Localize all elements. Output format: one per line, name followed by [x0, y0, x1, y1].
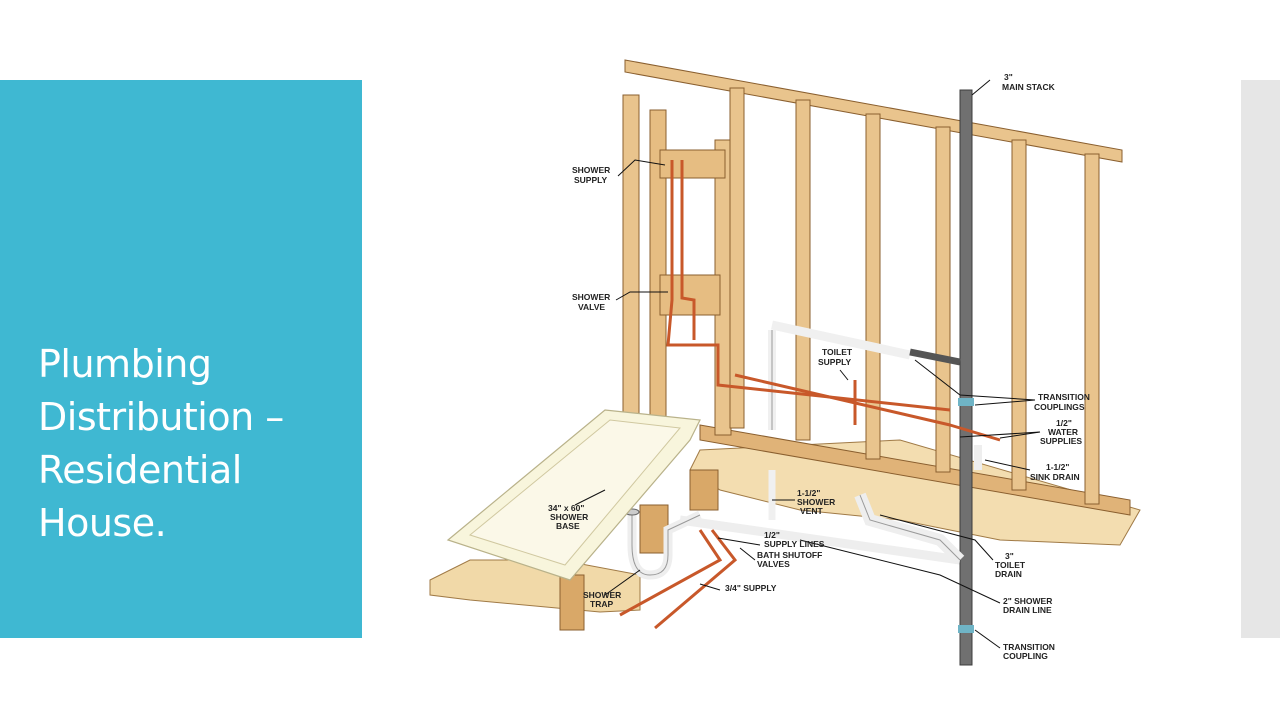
- pvc-pipe: [679, 515, 961, 565]
- title-line: Distribution –: [38, 395, 284, 439]
- title-line: Residential: [38, 448, 242, 492]
- leader-line: [971, 79, 991, 96]
- top-plate: [624, 59, 1123, 163]
- wall-stud: [795, 99, 811, 441]
- pvc-pipe: [909, 348, 961, 366]
- leader-line: [984, 459, 1031, 471]
- leader-line: [999, 431, 1041, 439]
- leader-line: [974, 629, 1001, 649]
- right-accent-strip: [1241, 80, 1280, 638]
- leader-line: [959, 431, 1041, 438]
- pvc-pipe: [771, 320, 911, 360]
- wall-stud: [1011, 139, 1027, 491]
- main-stack-pipe: [959, 89, 973, 666]
- title-panel: Plumbing Distribution – Residential Hous…: [0, 80, 362, 638]
- pvc-pipe: [859, 494, 961, 561]
- copper-supply: [666, 160, 951, 412]
- leader-line: [574, 489, 606, 506]
- label-main-stack: 3"MAIN STACK: [1002, 72, 1056, 92]
- floor-joist: [559, 574, 585, 631]
- leader-line: [879, 514, 994, 561]
- wall-stud: [729, 87, 745, 429]
- leader-line: [615, 291, 668, 301]
- bottom-plate: [699, 424, 1131, 516]
- title-line: Plumbing: [38, 342, 212, 386]
- copper-supply: [619, 529, 723, 617]
- wall-blocking: [659, 274, 721, 316]
- subfloor-lower: [429, 559, 641, 613]
- slide-title: Plumbing Distribution – Residential Hous…: [38, 338, 338, 550]
- copper-supply: [949, 423, 1001, 442]
- title-line: House.: [38, 501, 167, 545]
- shower-base-inner: [468, 419, 681, 566]
- leader-line: [799, 539, 1001, 604]
- leader-line: [717, 537, 761, 546]
- wall-stud: [865, 113, 881, 460]
- label-supply-lines: 1/2"SUPPLY LINES: [764, 530, 825, 549]
- transition-coupling-band: [958, 625, 974, 633]
- leader-line: [699, 583, 721, 591]
- transition-coupling-band: [958, 398, 974, 406]
- label-supply-34: 3/4" SUPPLY: [725, 583, 777, 593]
- wall-blocking: [659, 149, 726, 179]
- wall-stud: [1084, 153, 1100, 505]
- wall-stud: [935, 126, 951, 473]
- floor-joist: [689, 469, 719, 511]
- leader-line: [974, 399, 1036, 406]
- copper-supply: [680, 160, 696, 340]
- label-sink-drain: 1-1/2"SINK DRAIN: [1030, 462, 1080, 482]
- wall-stud: [622, 94, 640, 416]
- leader-line: [617, 159, 666, 177]
- shower-trap-pipe: [631, 514, 701, 576]
- leader-line: [604, 569, 641, 596]
- leader-line: [914, 359, 1036, 401]
- copper-supply: [654, 529, 738, 630]
- leader-line: [839, 369, 849, 381]
- copper-supply: [734, 373, 951, 427]
- leader-line: [739, 547, 756, 561]
